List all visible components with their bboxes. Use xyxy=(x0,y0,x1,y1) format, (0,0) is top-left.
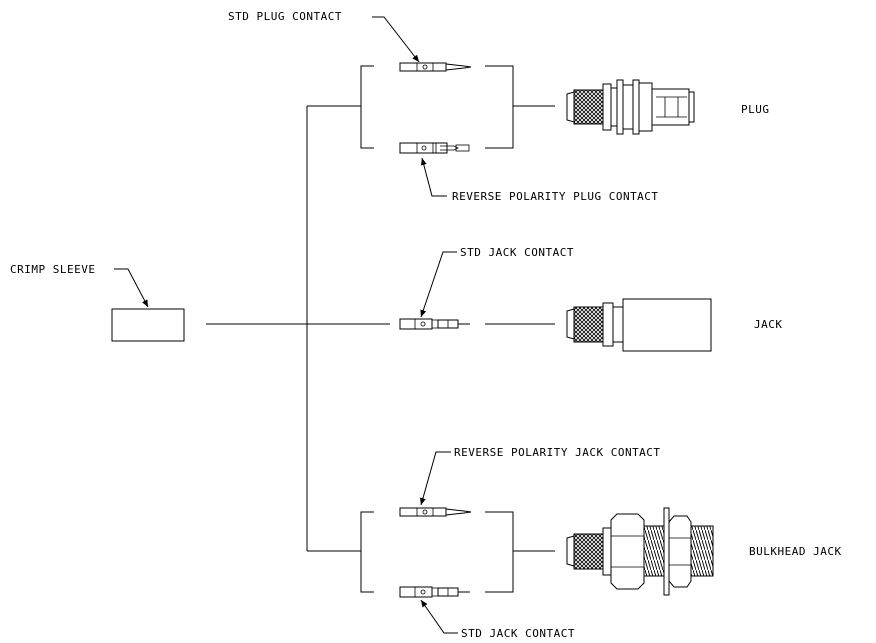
std-jack-contact-bottom-leader xyxy=(420,599,458,634)
std-jack-contact-middle-leader xyxy=(420,251,457,318)
crimp-sleeve xyxy=(111,308,185,342)
reverse-polarity-plug-contact-leader xyxy=(420,157,447,197)
std-jack-contact-bottom xyxy=(399,586,470,598)
std-jack-contact-middle xyxy=(399,318,470,330)
bulkhead-jack-connector xyxy=(566,507,714,596)
reverse-polarity-jack-contact xyxy=(399,507,472,517)
crimp-sleeve-leader xyxy=(114,268,149,308)
reverse-polarity-plug-contact xyxy=(399,142,470,154)
plug-label: PLUG xyxy=(741,103,770,116)
bulkhead-jack-label: BULKHEAD JACK xyxy=(749,545,842,558)
jack-label: JACK xyxy=(754,318,783,331)
reverse-polarity-jack-contact-label: REVERSE POLARITY JACK CONTACT xyxy=(454,446,661,459)
std-plug-contact-label: STD PLUG CONTACT xyxy=(228,10,342,23)
std-plug-contact-leader xyxy=(372,16,420,63)
main-connector-lines xyxy=(206,105,390,552)
jack-connector xyxy=(566,298,712,352)
reverse-polarity-jack-contact-leader xyxy=(420,451,451,506)
crimp-sleeve-label: CRIMP SLEEVE xyxy=(10,263,95,276)
plug-contact-bracket xyxy=(360,65,555,149)
std-jack-contact-bottom-label: STD JACK CONTACT xyxy=(461,627,575,640)
bulkhead-contact-bracket xyxy=(360,511,555,593)
std-jack-contact-middle-label: STD JACK CONTACT xyxy=(460,246,574,259)
std-plug-contact xyxy=(399,62,472,72)
reverse-polarity-plug-contact-label: REVERSE POLARITY PLUG CONTACT xyxy=(452,190,659,203)
plug-connector xyxy=(566,79,695,135)
